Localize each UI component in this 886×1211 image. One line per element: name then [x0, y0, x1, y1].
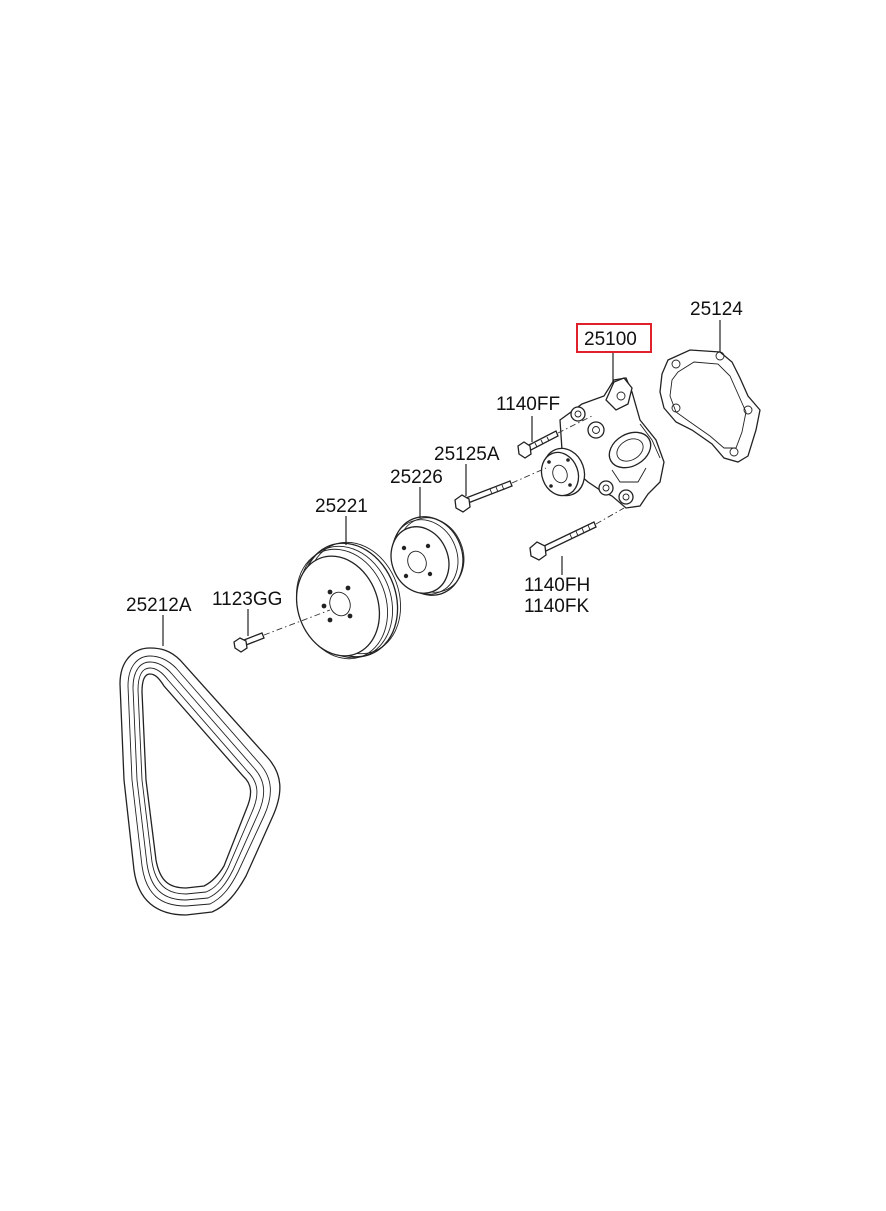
- bolt-1140ff[interactable]: [517, 415, 593, 459]
- label-25124[interactable]: 25124: [690, 299, 743, 320]
- label-1140fh[interactable]: 1140FH: [524, 575, 590, 596]
- belt-25212a[interactable]: [119, 647, 281, 916]
- label-1140fk[interactable]: 1140FK: [524, 596, 589, 617]
- label-25100[interactable]: 25100: [584, 329, 637, 350]
- bolt-1140fh-1140fk[interactable]: [529, 507, 625, 561]
- pulley-25221[interactable]: [282, 529, 416, 672]
- highlight-box: [576, 323, 652, 353]
- bolt-1123gg[interactable]: [233, 609, 331, 653]
- label-25125a[interactable]: 25125A: [434, 444, 500, 465]
- water-pump-25100[interactable]: [536, 377, 665, 509]
- label-25221[interactable]: 25221: [315, 496, 368, 517]
- label-1140ff[interactable]: 1140FF: [496, 394, 560, 415]
- pulley-25226[interactable]: [381, 506, 475, 606]
- leader-lines: [162, 320, 721, 646]
- gasket-25124[interactable]: [659, 349, 761, 463]
- label-25226[interactable]: 25226: [390, 467, 443, 488]
- label-25212a[interactable]: 25212A: [126, 595, 192, 616]
- bolt-25125a[interactable]: [454, 467, 547, 513]
- label-1123gg[interactable]: 1123GG: [212, 589, 282, 610]
